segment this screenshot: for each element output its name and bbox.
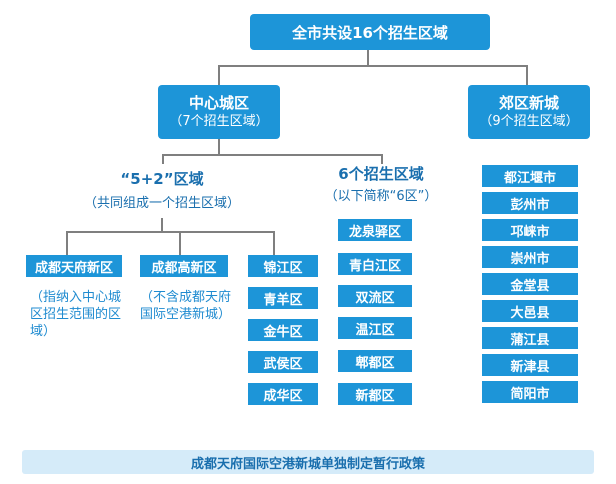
connector-line [526,65,528,85]
group-6-title: 6个招生区域 [338,165,424,183]
suburb-subtitle: （9个招生区域） [479,114,579,129]
district-box-chenghua: 成华区 [248,383,318,405]
district-box-qingbaijiang: 青白江区 [338,253,412,275]
suburb-box-pujiang: 蒲江县 [482,327,578,349]
suburb-node: 郊区新城 （9个招生区域） [468,85,590,139]
district-box-pidu: 郫都区 [338,350,412,372]
connector-line [218,139,220,155]
district-box-jinjiang: 锦江区 [248,255,318,277]
district-box-wuhou: 武侯区 [248,351,318,373]
center-city-title: 中心城区 [188,94,249,112]
connector-line [381,154,383,164]
connector-line [161,218,163,232]
group-52-title: “5+2”区域 [120,170,204,188]
tianfu-new-area-box: 成都天府新区 [26,255,122,277]
district-box-wenjiang: 温江区 [338,317,412,339]
tianfu-note: （指纳入中心城区招生范围的区域） [30,290,122,339]
connector-line [162,154,382,156]
connector-line [218,65,220,85]
suburb-box-qionglai: 邛崃市 [482,219,578,241]
connector-line [66,231,274,233]
suburb-box-jintang: 金堂县 [482,273,578,295]
suburb-box-pengzhou: 彭州市 [482,192,578,214]
gaoxin-area-box: 成都高新区 [140,255,228,277]
connector-line [367,50,369,66]
connector-line [66,231,68,255]
suburb-title: 郊区新城 [498,94,559,112]
suburb-box-xinjin: 新津县 [482,354,578,376]
suburb-box-dayi: 大邑县 [482,300,578,322]
connector-line [218,65,527,67]
connector-line [273,231,275,255]
root-node: 全市共设16个招生区域 [250,14,490,50]
district-box-xindu: 新都区 [338,383,412,405]
center-city-node: 中心城区 （7个招生区域） [158,85,280,139]
district-box-qingyang: 青羊区 [248,287,318,309]
group-52-subtitle: （共同组成一个招生区域） [83,196,240,211]
district-box-jinniu: 金牛区 [248,319,318,341]
suburb-box-jianyang: 简阳市 [482,381,578,403]
footer-banner: 成都天府国际空港新城单独制定暂行政策 [22,450,594,474]
center-city-subtitle: （7个招生区域） [169,114,269,129]
group-6-subtitle: （以下简称“6区”） [324,189,438,204]
suburb-box-dujiangyan: 都江堰市 [482,165,578,187]
gaoxin-note: （不含成都天府国际空港新城） [140,290,232,322]
district-box-longquanyi: 龙泉驿区 [338,219,412,241]
district-box-shuangliu: 双流区 [338,285,412,307]
connector-line [162,154,164,164]
connector-line [179,231,181,255]
suburb-box-chongzhou: 崇州市 [482,246,578,268]
